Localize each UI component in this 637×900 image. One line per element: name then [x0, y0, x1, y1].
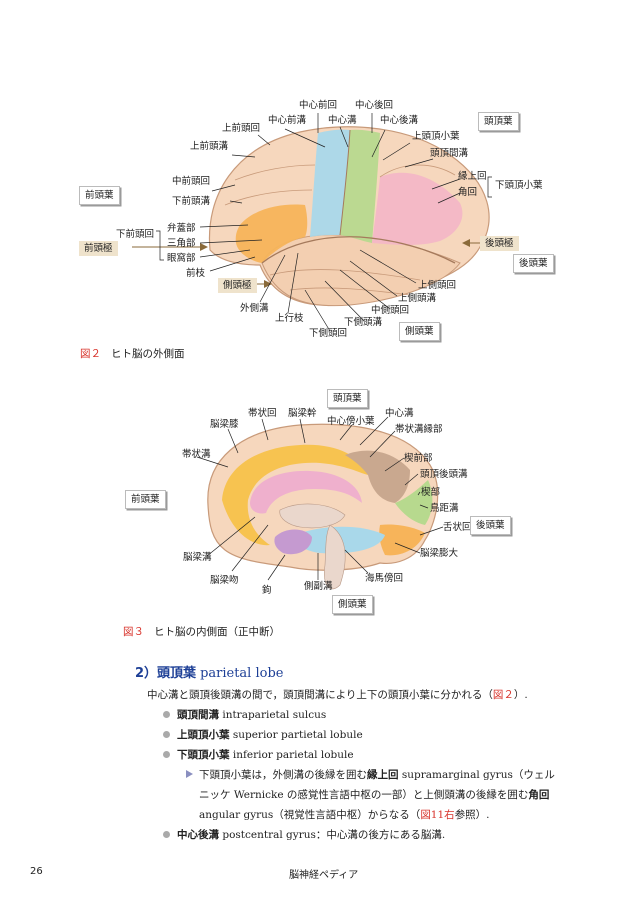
running-footer-title: 脳神経ペディア	[289, 870, 359, 881]
page-number: 26	[30, 866, 43, 877]
lateral-brain-illustration: 中心前回 中心後回 中心前溝 中心溝 中心後溝 上頭頂小葉 頭頂間溝 縁上回 角…	[116, 99, 543, 339]
lobe-box-occipital: 後頭葉	[513, 254, 554, 273]
label-parieto-occipital-sulcus: 頭頂後頭溝	[420, 468, 468, 480]
figure-2-title: ヒト脳の外側面	[111, 348, 185, 360]
label-orbital-part: 眼窩部	[167, 252, 196, 264]
section-title-en: parietal lobe	[200, 666, 284, 681]
figure-3-medial-brain: 帯状回 脳梁幹 脳梁膝 中心傍小葉 中心溝 帯状溝縁部 帯状溝 楔前部 頭頂後頭…	[0, 385, 637, 640]
lobe-box-occipital-medial: 後頭葉	[470, 516, 511, 535]
label-middle-frontal-gyrus: 中前頭回	[172, 175, 210, 187]
label-central-sulcus: 中心溝	[328, 114, 357, 126]
label-anterior-ramus: 前枝	[186, 267, 206, 279]
medial-brain-illustration: 帯状回 脳梁幹 脳梁膝 中心傍小葉 中心溝 帯状溝縁部 帯状溝 楔前部 頭頂後頭…	[182, 407, 472, 596]
lobe-box-temporal: 側頭葉	[399, 322, 440, 341]
label-inferior-temporal-sulcus: 下側頭溝	[344, 316, 383, 328]
pole-frontal: 前頭極	[79, 241, 118, 256]
label-cuneus: 楔部	[421, 486, 440, 498]
label-cingulate-sulcus: 帯状溝	[182, 448, 211, 460]
label-precentral-sulcus: 中心前溝	[268, 114, 307, 126]
lobe-box-parietal: 頭頂葉	[478, 112, 519, 131]
label-uncus: 鉤	[262, 584, 272, 596]
label-superior-frontal-sulcus: 上前頭溝	[190, 140, 229, 152]
lobe-box-parietal-medial: 頭頂葉	[327, 389, 368, 408]
label-parahippocampal-gyrus: 海馬傍回	[365, 572, 403, 584]
intro-figure-ref[interactable]: 図２	[492, 689, 514, 701]
label-supramarginal-gyrus: 縁上回	[458, 170, 487, 182]
list-item: 上頭頂小葉 superior partietal lobule	[155, 725, 565, 745]
label-calcarine-sulcus: 鳥距溝	[430, 502, 459, 514]
figure-2-caption: 図２ ヒト脳の外側面	[80, 346, 185, 361]
label-superior-temporal-gyrus: 上側頭回	[418, 279, 456, 291]
label-postcentral-gyrus: 中心後回	[355, 99, 393, 111]
label-superior-parietal-lobule: 上頭頂小葉	[412, 130, 460, 142]
figure-2-number: 図２	[80, 348, 101, 360]
label-collateral-sulcus: 側副溝	[304, 580, 333, 592]
label-lateral-sulcus: 外側溝	[240, 302, 269, 314]
section-intro: 中心溝と頭頂後頭溝の間で，頭頂間溝により上下の頭頂小葉に分かれる（図２）.	[147, 689, 528, 701]
label-triangular-part: 三角部	[167, 237, 196, 249]
list-item: 下頭頂小葉 inferior parietal lobule	[155, 745, 565, 765]
label-central-sulcus-medial: 中心溝	[385, 407, 414, 419]
label-lingual-gyrus: 舌状回	[443, 521, 472, 533]
section-title-ja: 頭頂葉	[157, 666, 197, 681]
label-paracentral-lobule: 中心傍小葉	[327, 415, 375, 427]
label-splenium: 脳梁膨大	[420, 547, 459, 559]
label-intraparietal-sulcus: 頭頂間溝	[430, 147, 469, 159]
label-precuneus: 楔前部	[404, 452, 433, 464]
label-inferior-temporal-gyrus: 下側頭回	[309, 327, 347, 339]
lobe-box-frontal-medial: 前頭葉	[125, 490, 166, 509]
lobe-box-temporal-medial: 側頭葉	[332, 595, 373, 614]
label-rostrum: 脳梁吻	[210, 574, 239, 586]
label-ascending-ramus: 上行枝	[275, 312, 304, 324]
figure-3-caption: 図３ ヒト脳の内側面（正中断）	[123, 624, 280, 639]
label-cingulate-gyrus: 帯状回	[248, 407, 277, 419]
label-marginal-sulcus: 帯状溝縁部	[395, 423, 443, 435]
label-angular-gyrus: 角回	[458, 186, 477, 198]
label-inferior-parietal-lobule: 下頭頂小葉	[495, 179, 543, 191]
label-callosal-sulcus: 脳梁溝	[183, 551, 212, 563]
label-superior-frontal-gyrus: 上前頭回	[222, 122, 260, 134]
figure-3-title: ヒト脳の内側面（正中断）	[154, 626, 280, 638]
label-precentral-gyrus: 中心前回	[299, 99, 337, 111]
figure-2-lateral-brain: 中心前回 中心後回 中心前溝 中心溝 中心後溝 上頭頂小葉 頭頂間溝 縁上回 角…	[0, 85, 637, 355]
section-number: 2）	[135, 666, 158, 681]
pole-temporal: 側頭極	[218, 278, 257, 293]
label-opercular-part: 弁蓋部	[167, 222, 196, 234]
list-item: 中心後溝 postcentral gyrus：中心溝の後方にある脳溝.	[155, 825, 565, 845]
label-middle-temporal-gyrus: 中側頭回	[371, 304, 409, 316]
figure-3-number: 図３	[123, 626, 144, 638]
sub-list-item: 下頭頂小葉は，外側溝の後縁を囲む縁上回 supramarginal gyrus（…	[183, 765, 565, 825]
lobe-box-frontal: 前頭葉	[79, 186, 120, 205]
label-superior-temporal-sulcus: 上側頭溝	[398, 292, 437, 304]
label-inferior-frontal-gyrus: 下前頭回	[116, 228, 154, 240]
label-cc-trunk: 脳梁幹	[288, 407, 317, 419]
label-inferior-frontal-sulcus: 下前頭溝	[172, 195, 211, 207]
sub-figure-ref[interactable]: 図11右	[420, 809, 455, 821]
label-postcentral-sulcus: 中心後溝	[380, 114, 419, 126]
pole-occipital: 後頭極	[480, 236, 519, 251]
list-item: 頭頂間溝 intraparietal sulcus	[155, 705, 565, 725]
label-cc-genu: 脳梁膝	[210, 418, 239, 430]
